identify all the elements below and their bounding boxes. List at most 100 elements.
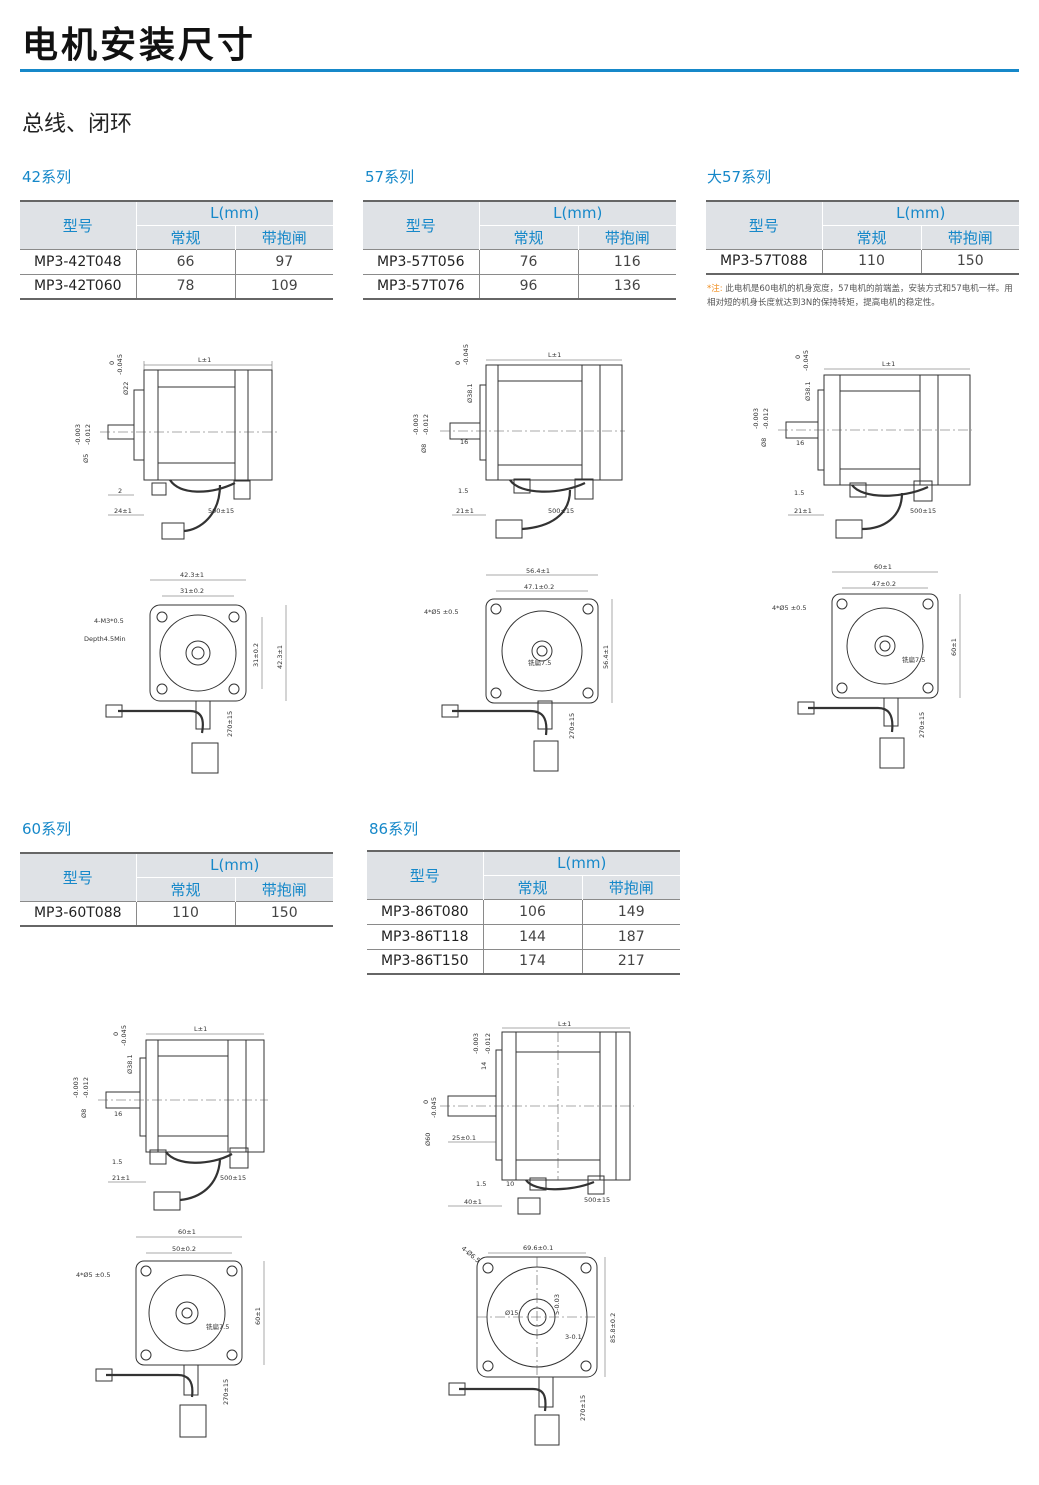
table-row: MP3-86T118 144 187 bbox=[367, 923, 680, 949]
normal-length-cell: 96 bbox=[479, 273, 579, 300]
tolerance-label: 0 bbox=[112, 1032, 120, 1036]
mount-hole bbox=[922, 598, 934, 610]
tolerance-label: -0.003 bbox=[472, 1033, 480, 1054]
mount-hole bbox=[580, 1360, 592, 1372]
header-length: L(mm) bbox=[136, 852, 333, 878]
tolerance-label: -0.003 bbox=[752, 408, 760, 429]
brake-length-cell: 150 bbox=[235, 900, 333, 927]
holes-label: 4*Ø5 ±0.5 bbox=[76, 1271, 111, 1279]
cable-length-label: 270±15 bbox=[918, 712, 926, 738]
shaft-diameter-label: Ø8 bbox=[760, 438, 768, 447]
table-row: MP3-42T048 66 97 bbox=[20, 248, 333, 274]
shaft-length-label: 40±1 bbox=[464, 1198, 482, 1206]
cable-length-label: 500±15 bbox=[584, 1196, 610, 1204]
tolerance-label: -0.012 bbox=[484, 1033, 492, 1054]
normal-length-cell: 144 bbox=[483, 923, 583, 949]
tolerance-label: -0.012 bbox=[84, 424, 92, 445]
cable-length-label: 270±15 bbox=[222, 1379, 230, 1405]
model-cell: MP3-86T080 bbox=[367, 898, 484, 924]
holes-label: 4*Ø5 ±0.5 bbox=[772, 604, 807, 612]
holes-label: 4*Ø5 ±0.5 bbox=[424, 608, 459, 616]
header-brake: 带抱闸 bbox=[921, 225, 1019, 249]
model-cell: MP3-86T118 bbox=[367, 923, 484, 949]
connector bbox=[179, 1404, 207, 1438]
header-length: L(mm) bbox=[136, 200, 333, 226]
flat-label: 铣扁7.5 bbox=[528, 658, 551, 667]
length-label: L±1 bbox=[558, 1020, 571, 1028]
series-title-60: 60系列 bbox=[22, 820, 72, 838]
connector bbox=[529, 1177, 547, 1191]
shaft-diameter-label: Ø5 bbox=[82, 454, 90, 463]
tolerance-label: -0.045 bbox=[430, 1097, 438, 1118]
brake-length-cell: 187 bbox=[582, 923, 680, 949]
holes-label: 4-M3*0.5 bbox=[94, 617, 124, 625]
mount-hole bbox=[140, 1349, 152, 1361]
tolerance-label: -0.003 bbox=[72, 1077, 80, 1098]
motor-57-front-drawing: 56.4±1 47.1±0.2 56.4±1 4*Ø5 ±0.5 铣扁7.5 2… bbox=[424, 567, 613, 772]
key-width-label: 14 bbox=[480, 1062, 488, 1070]
header-brake: 带抱闸 bbox=[235, 877, 333, 901]
cable-length-label: 270±15 bbox=[226, 711, 234, 737]
spec-table-57b: 型号 L(mm) 常规 带抱闸 MP3-57T088 110 150 bbox=[706, 200, 1019, 275]
step-label: 1.5 bbox=[794, 489, 804, 497]
table-row: MP3-86T150 174 217 bbox=[367, 948, 680, 975]
connector bbox=[495, 519, 523, 539]
cable bbox=[808, 706, 894, 733]
series-title-42: 42系列 bbox=[22, 168, 72, 186]
width-label: 56.4±1 bbox=[526, 567, 550, 575]
boss-diameter-label: Ø22 bbox=[122, 382, 130, 395]
model-cell: MP3-42T060 bbox=[20, 273, 137, 300]
motor-60-side-drawing: L±1 0 -0.045 Ø38.1 -0.003 -0.012 Ø8 16 1… bbox=[72, 1025, 268, 1211]
brake-length-cell: 149 bbox=[582, 898, 680, 924]
mount-hole bbox=[482, 1262, 494, 1274]
step-label: 1.5 bbox=[476, 1180, 486, 1188]
normal-length-cell: 110 bbox=[136, 900, 236, 927]
flange-label: 10 bbox=[506, 1180, 514, 1188]
normal-length-cell: 174 bbox=[483, 948, 583, 975]
series-title-57b: 大57系列 bbox=[707, 168, 772, 186]
header-length: L(mm) bbox=[483, 850, 680, 876]
flat-length-label: 16 bbox=[796, 439, 804, 447]
mount-hole bbox=[228, 611, 240, 623]
length-label: L±1 bbox=[198, 356, 211, 364]
motor-57-side-drawing: L±1 0 -0.045 Ø38.1 -0.003 -0.012 Ø8 16 1… bbox=[412, 344, 625, 539]
connector bbox=[105, 704, 123, 718]
model-cell: MP3-86T150 bbox=[367, 948, 484, 975]
motor-boss bbox=[139, 1057, 147, 1137]
length-label: L±1 bbox=[194, 1025, 207, 1033]
pitch-label: 50±0.2 bbox=[172, 1245, 196, 1253]
mount-hole bbox=[156, 683, 168, 695]
motor-boss bbox=[133, 389, 145, 461]
connector bbox=[95, 1368, 113, 1382]
page-title: 电机安装尺寸 bbox=[22, 25, 257, 66]
motor-57b-front-drawing: 60±1 47±0.2 60±1 4*Ø5 ±0.5 铣扁7.5 270±15 bbox=[772, 563, 961, 769]
connector bbox=[149, 1149, 167, 1165]
tolerance-label: -0.045 bbox=[462, 344, 470, 365]
motor-42-side-drawing: L±1 0 -0.045 Ø22 -0.003 -0.012 Ø5 2 24±1… bbox=[74, 354, 280, 540]
brake-length-cell: 109 bbox=[235, 273, 333, 300]
pitch-label: 47.1±0.2 bbox=[524, 583, 554, 591]
table-row: MP3-57T088 110 150 bbox=[706, 248, 1019, 275]
cable bbox=[169, 479, 236, 493]
shaft-diameter-label: Ø8 bbox=[80, 1109, 88, 1118]
length-label: L±1 bbox=[882, 360, 895, 368]
connector bbox=[835, 519, 863, 539]
mount-hole bbox=[140, 1265, 152, 1277]
cable-length-label: 270±15 bbox=[568, 713, 576, 739]
cable-length-label: 500±15 bbox=[208, 507, 234, 515]
connector bbox=[191, 742, 219, 774]
model-cell: MP3-42T048 bbox=[20, 248, 137, 274]
motor-boss bbox=[479, 384, 487, 461]
key-depth-label: 3-0.1 bbox=[565, 1333, 582, 1341]
tolerance-label: 0 bbox=[422, 1100, 430, 1104]
connector bbox=[797, 701, 815, 715]
tolerance-label: 0 bbox=[108, 361, 116, 365]
length-label: L±1 bbox=[548, 351, 561, 359]
connector bbox=[161, 522, 185, 540]
connector bbox=[153, 1191, 181, 1211]
brake-length-cell: 136 bbox=[578, 273, 676, 300]
cable bbox=[509, 479, 586, 493]
cable-length-label: 500±15 bbox=[910, 507, 936, 515]
boss-diameter-label: Ø38.1 bbox=[804, 381, 812, 401]
boss-diameter-label: Ø60 bbox=[424, 1133, 432, 1146]
